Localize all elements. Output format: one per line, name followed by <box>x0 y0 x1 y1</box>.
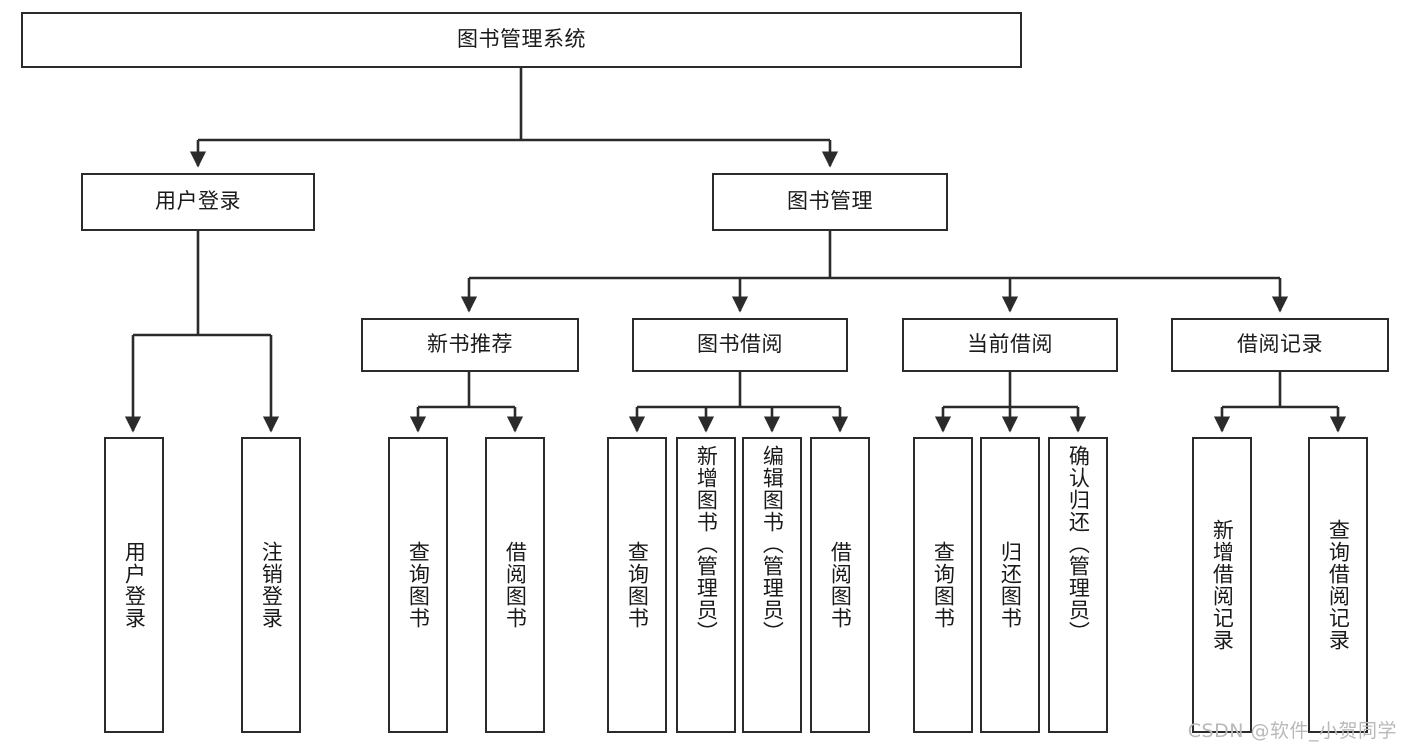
node-user-login-label: 用户登录 <box>155 189 241 214</box>
leaf-borrow-book-recommend[interactable]: 借阅图书 <box>485 437 545 733</box>
node-root[interactable]: 图书管理系统 <box>21 12 1022 68</box>
leaf-edit-book-admin-label: 编辑图书（管理员） <box>760 445 785 643</box>
node-borrow-records[interactable]: 借阅记录 <box>1171 318 1389 372</box>
node-current-borrow-label: 当前借阅 <box>967 332 1053 357</box>
node-book-borrow[interactable]: 图书借阅 <box>632 318 848 372</box>
leaf-borrow-book-recommend-label: 借阅图书 <box>503 541 528 629</box>
leaf-add-borrow-record[interactable]: 新增借阅记录 <box>1192 437 1252 733</box>
node-current-borrow[interactable]: 当前借阅 <box>902 318 1118 372</box>
leaf-query-borrow-record[interactable]: 查询借阅记录 <box>1308 437 1368 733</box>
leaf-query-borrow-record-label: 查询借阅记录 <box>1326 519 1351 651</box>
leaf-query-book-recommend-label: 查询图书 <box>406 541 431 629</box>
leaf-logout-label: 注销登录 <box>259 541 284 629</box>
leaf-query-book-current-label: 查询图书 <box>931 541 956 629</box>
leaf-borrow-book-label: 借阅图书 <box>828 541 853 629</box>
leaf-confirm-return-admin[interactable]: 确认归还（管理员） <box>1048 437 1108 733</box>
leaf-query-book-borrow[interactable]: 查询图书 <box>607 437 667 733</box>
leaf-add-book-admin-label: 新增图书（管理员） <box>694 445 719 643</box>
leaf-user-login[interactable]: 用户登录 <box>104 437 164 733</box>
node-book-management-label: 图书管理 <box>787 189 873 214</box>
node-root-label: 图书管理系统 <box>457 27 586 52</box>
leaf-user-login-label: 用户登录 <box>122 541 147 629</box>
node-book-borrow-label: 图书借阅 <box>697 332 783 357</box>
leaf-query-book-borrow-label: 查询图书 <box>625 541 650 629</box>
leaf-confirm-return-admin-label: 确认归还（管理员） <box>1066 445 1091 643</box>
node-user-login[interactable]: 用户登录 <box>81 173 315 231</box>
leaf-edit-book-admin[interactable]: 编辑图书（管理员） <box>742 437 802 733</box>
leaf-logout[interactable]: 注销登录 <box>241 437 301 733</box>
node-new-book-recommend[interactable]: 新书推荐 <box>361 318 579 372</box>
leaf-return-book-label: 归还图书 <box>998 541 1023 629</box>
node-book-management[interactable]: 图书管理 <box>712 173 948 231</box>
leaf-borrow-book[interactable]: 借阅图书 <box>810 437 870 733</box>
leaf-query-book-current[interactable]: 查询图书 <box>913 437 973 733</box>
leaf-add-borrow-record-label: 新增借阅记录 <box>1210 519 1235 651</box>
node-borrow-records-label: 借阅记录 <box>1237 332 1323 357</box>
leaf-add-book-admin[interactable]: 新增图书（管理员） <box>676 437 736 733</box>
node-new-book-recommend-label: 新书推荐 <box>427 332 513 357</box>
leaf-return-book[interactable]: 归还图书 <box>980 437 1040 733</box>
leaf-query-book-recommend[interactable]: 查询图书 <box>388 437 448 733</box>
